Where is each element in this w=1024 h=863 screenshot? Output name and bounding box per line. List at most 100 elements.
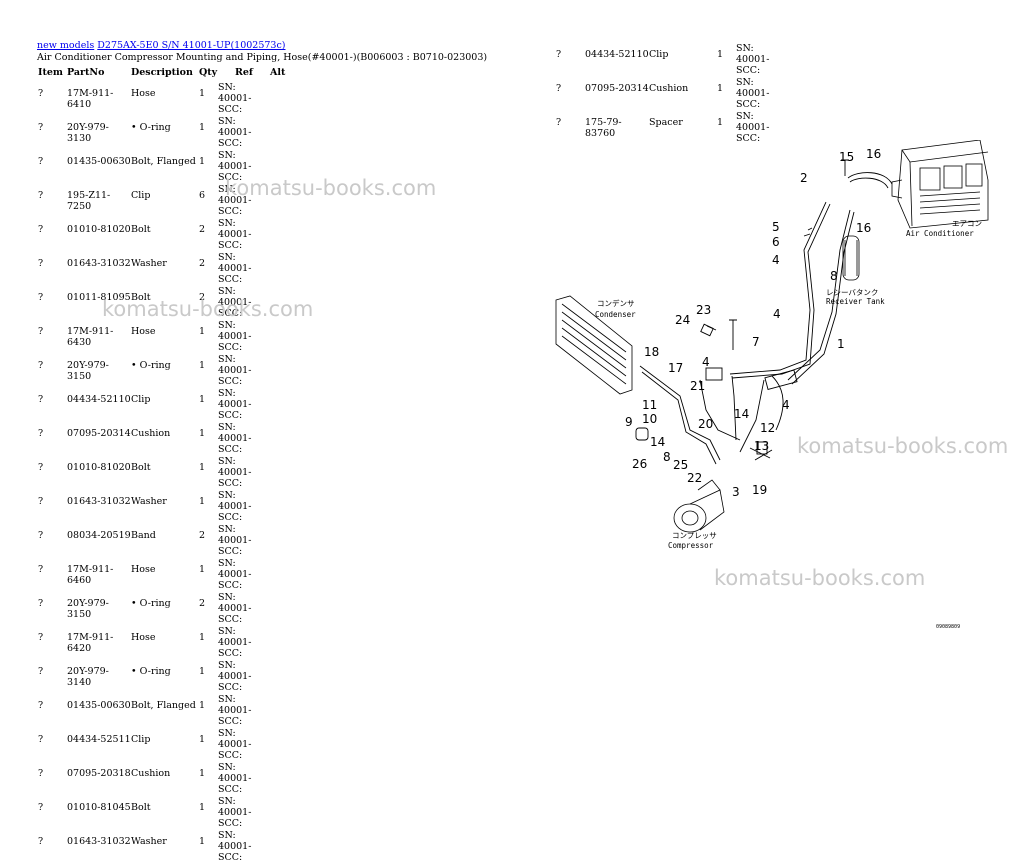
cell-partno: 07095-20314 [585, 83, 649, 94]
callout-10: 10 [642, 412, 657, 426]
cell-alt [270, 251, 290, 285]
callout-4d: 4 [782, 398, 790, 412]
cell-item: ? [556, 117, 562, 128]
cell-item: ? [38, 156, 44, 167]
cell-ref: SN: 40001-SCC: [218, 796, 252, 829]
cell-alt [270, 659, 290, 693]
cell-item: ? [38, 598, 44, 609]
condenser-jp-label: コンデンサ [597, 298, 635, 308]
cell-qty: 6 [199, 190, 206, 201]
cell-ref: SN: 40001-SCC: [218, 354, 252, 387]
cell-alt [270, 761, 290, 795]
cell-ref: SN: 40001-SCC: [218, 490, 252, 523]
air-conditioner-jp-label: エアコン [952, 219, 982, 228]
cell-partno: 17M-911-6410 [67, 88, 114, 110]
callout-23: 24 [675, 313, 690, 327]
callout-16b: 16 [856, 221, 871, 235]
cell-item: ? [38, 258, 44, 269]
cell-item: ? [38, 666, 44, 677]
cell-qty: 1 [199, 122, 206, 133]
cell-partno: 20Y-979-3130 [67, 122, 109, 144]
cell-item: ? [38, 190, 44, 201]
cell-description: Hose [131, 564, 156, 575]
receiver-tank-jp-label: レシーバタンク [826, 288, 878, 297]
cell-description: Hose [131, 326, 156, 337]
cell-alt [270, 421, 290, 455]
cell-alt [270, 387, 290, 421]
cell-alt [270, 115, 290, 149]
cell-item: ? [38, 768, 44, 779]
cell-partno: 17M-911-6460 [67, 564, 114, 586]
cell-item: ? [38, 360, 44, 371]
cell-alt [270, 829, 290, 863]
cell-description: Cushion [131, 768, 171, 779]
cell-partno: 01010-81045 [67, 802, 131, 813]
parts-table: Item PartNo Description Qty Ref Alt ?17M… [38, 67, 290, 863]
cell-ref: SN: 40001-SCC: [218, 422, 252, 455]
callout-11: 11 [642, 398, 657, 412]
callout-17: 17 [668, 361, 683, 375]
air-conditioner-label: Air Conditioner [906, 229, 974, 238]
cell-alt [270, 285, 290, 319]
callout-19: 19 [752, 483, 767, 497]
cell-ref: SN: 40001-SCC: [218, 388, 252, 421]
cell-description: Bolt [131, 462, 151, 473]
cell-ref: SN: 40001-SCC: [218, 218, 252, 251]
cell-description: Clip [131, 190, 151, 201]
cell-qty: 1 [199, 462, 206, 473]
cell-description: Bolt, Flanged [131, 700, 196, 711]
cell-description: Band [131, 530, 156, 541]
cell-qty: 1 [199, 326, 206, 337]
callout-4b: 4 [773, 307, 781, 321]
callout-8a: 8 [830, 269, 838, 283]
cell-ref: SN: 40001-SCC: [218, 184, 252, 217]
cell-alt [270, 693, 290, 727]
receiver-tank-label: Receiver Tank [826, 297, 885, 306]
breadcrumb-link-new-models[interactable]: new models [37, 40, 95, 51]
breadcrumb: new models D275AX-5E0 S/N 41001-UP(10025… [37, 40, 487, 64]
cell-ref: SN: 40001-SCC: [218, 456, 252, 489]
cell-alt [270, 217, 290, 251]
cell-description: Hose [131, 632, 156, 643]
callout-3: 3 [732, 485, 740, 499]
page-subtitle: Air Conditioner Compressor Mounting and … [37, 52, 488, 63]
cell-description: Washer [131, 496, 167, 507]
cell-ref: SN: 40001-SCC: [218, 116, 252, 149]
callout-22: 23 [696, 303, 711, 317]
cell-partno: 01010-81020 [67, 462, 131, 473]
cell-item: ? [38, 700, 44, 711]
cell-item: ? [38, 496, 44, 507]
cell-description: Washer [131, 258, 167, 269]
cell-qty: 1 [717, 117, 724, 128]
cell-qty: 2 [199, 598, 206, 609]
cell-alt [270, 183, 290, 217]
figure-code: 09089809 [936, 624, 960, 630]
cell-qty: 1 [199, 768, 206, 779]
cell-partno: 04434-52110 [585, 49, 649, 60]
cell-item: ? [38, 632, 44, 643]
cell-qty: 1 [199, 156, 206, 167]
cell-partno: 04434-52110 [67, 394, 131, 405]
column-header-item: Item [38, 67, 63, 78]
cell-alt [270, 625, 290, 659]
cell-description: Bolt [131, 802, 151, 813]
cell-description: Clip [131, 734, 151, 745]
callout-9: 9 [625, 415, 633, 429]
cell-description: Bolt, Flanged [131, 156, 196, 167]
cell-item: ? [38, 394, 44, 405]
cell-ref: SN: 40001-SCC: [218, 252, 252, 285]
receiver-tank-illustration [842, 235, 860, 281]
cell-alt [270, 81, 290, 115]
cell-partno: 01643-31032 [67, 836, 131, 847]
breadcrumb-link-model[interactable]: D275AX-5E0 S/N 41001-UP(1002573c) [97, 40, 286, 51]
